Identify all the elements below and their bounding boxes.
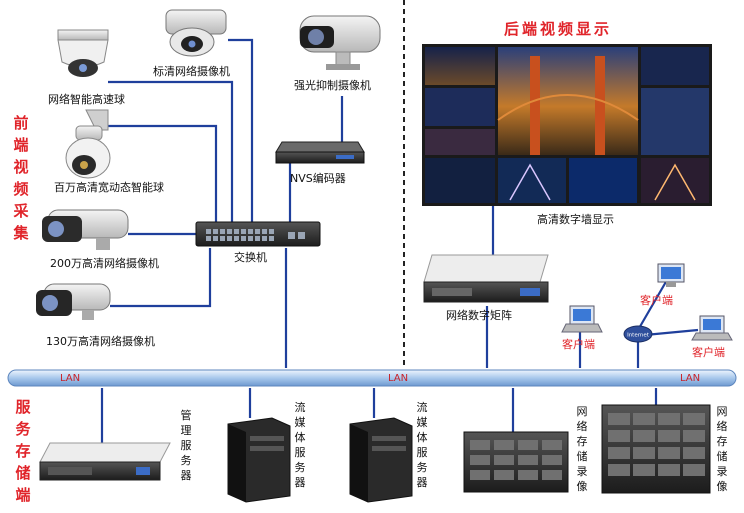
hd-wdr-dome-label: 百万高清宽动态智能球 (54, 181, 164, 194)
client-2-label: 客户端 (640, 294, 673, 307)
nvs-encoder-icon (275, 141, 365, 164)
speed-dome-label: 网络智能高速球 (48, 93, 125, 106)
switch-label: 交换机 (234, 251, 267, 264)
cam-1-3mp-label: 130万高清网络摄像机 (46, 335, 155, 348)
link-sd-camera (228, 38, 254, 222)
lan-bus (7, 369, 737, 387)
storage-section-label: 服务存储端 (15, 398, 31, 504)
mgmt-server-icon (39, 442, 171, 481)
internet-icon: Internet (623, 325, 653, 343)
switch-icon (195, 221, 321, 247)
lan-label-right: LAN (680, 373, 701, 384)
nvs-encoder-label: NVS编码器 (290, 172, 346, 185)
cam-1-3mp-icon (36, 283, 111, 320)
client-1-icon (561, 305, 603, 333)
stream-server-2-label: 流媒体服务器 (416, 401, 428, 489)
stream-server-1-label: 流媒体服务器 (294, 401, 306, 489)
link-internet-client2 (637, 279, 668, 331)
video-wall-label: 高清数字墙显示 (537, 213, 614, 226)
lan-label-left: LAN (60, 373, 81, 384)
link-hd-wdr (108, 124, 218, 222)
lan-label-middle: LAN (388, 373, 409, 384)
cam-2mp-label: 200万高清网络摄像机 (50, 257, 159, 270)
cam-2mp-icon (42, 209, 129, 250)
front-end-section-label: 前端视频采集 (13, 114, 29, 242)
matrix-icon (423, 254, 549, 303)
sd-camera-label: 标清网络摄像机 (153, 65, 230, 78)
hd-wdr-dome-icon (65, 109, 111, 179)
connection-lines (100, 38, 699, 443)
internet-label: Internet (627, 333, 650, 339)
client-3-label: 客户端 (692, 346, 725, 359)
stream-server-1-icon (227, 417, 291, 503)
sd-camera-icon (165, 9, 227, 57)
link-speed-dome (108, 80, 234, 222)
nvr-2-label: 网络存储录像 (716, 405, 728, 493)
strong-light-camera-icon (299, 15, 381, 70)
nvr-2-icon (601, 404, 711, 494)
link-1-3mp (110, 248, 212, 308)
nvr-1-label: 网络存储录像 (576, 405, 588, 493)
video-wall-icon (422, 44, 712, 206)
speed-dome-icon (57, 29, 109, 77)
client-2-icon (657, 263, 685, 287)
client-3-icon (691, 315, 733, 341)
back-end-section-label: 后端视频显示 (504, 20, 613, 38)
strong-light-camera-label: 强光抑制摄像机 (294, 79, 371, 92)
stream-server-2-icon (349, 417, 413, 503)
mgmt-server-label: 管理服务器 (180, 409, 192, 482)
client-1-label: 客户端 (562, 338, 595, 351)
matrix-label: 网络数字矩阵 (446, 309, 512, 322)
link-internet-client3 (644, 328, 699, 337)
nvr-1-icon (463, 431, 569, 493)
